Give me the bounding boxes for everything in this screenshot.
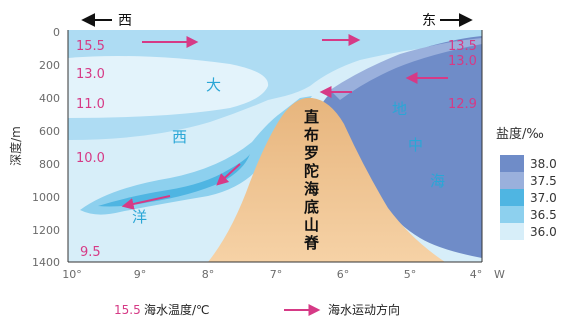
salinity-swatch — [500, 155, 524, 172]
direction-east: 东 — [422, 13, 473, 29]
temperature-label: 15.5 — [76, 39, 105, 54]
salinity-swatch — [500, 206, 524, 223]
direction-west: 西 — [81, 13, 132, 29]
temperature-label: 12.9 — [448, 97, 477, 112]
x-axis: 10° 9° 8° 7° 6° 5° 4° W — [62, 268, 505, 281]
mediterranean-labels: 地 中 海 — [392, 100, 445, 190]
y-tick-label: 0 — [53, 26, 60, 39]
legend-arrow-label: 海水运动方向 — [328, 302, 400, 317]
region-char: 洋 — [132, 208, 147, 226]
y-tick-label: 400 — [39, 92, 60, 105]
ridge-char: 脊 — [303, 234, 320, 252]
layer-37-5-med — [330, 38, 482, 100]
ridge-char: 底 — [304, 198, 319, 216]
atlantic-labels: 大 西 洋 — [132, 76, 221, 226]
atlantic-lens — [68, 56, 269, 118]
ridge-char: 山 — [304, 216, 319, 234]
salinity-value: 36.5 — [530, 208, 557, 222]
ridge-char: 陀 — [304, 162, 319, 180]
flow-arrow — [121, 195, 171, 210]
layer-37-0-tongue — [80, 96, 312, 215]
salinity-value: 37.5 — [530, 174, 557, 188]
ridge-char: 海 — [304, 180, 319, 198]
y-axis: 0 200 400 600 800 1000 1200 1400 深度/m — [8, 26, 60, 269]
salinity-legend-title: 盐度/‰ — [496, 126, 544, 142]
temperature-label: 13.0 — [448, 54, 477, 69]
x-tick-label: 10° — [62, 268, 82, 281]
flow-arrow — [216, 163, 241, 186]
x-tick-label: 6° — [337, 268, 350, 281]
layer-38-0 — [322, 36, 482, 258]
y-axis-title: 深度/m — [8, 126, 23, 166]
flow-arrows — [121, 34, 448, 210]
salinity-value: 36.0 — [530, 225, 557, 239]
x-axis-unit: W — [494, 268, 505, 281]
salinity-value: 38.0 — [530, 157, 557, 171]
ridge-char: 布 — [304, 126, 319, 144]
y-tick-label: 600 — [39, 125, 60, 138]
y-tick-label: 1400 — [32, 256, 60, 269]
y-tick-label: 1000 — [32, 191, 60, 204]
salinity-legend: 盐度/‰ 38.0 37.5 37.0 36.5 36.0 — [496, 126, 557, 240]
temperature-labels: 15.5 13.0 11.0 10.0 9.5 13.5 13.0 12.9 — [76, 39, 477, 260]
east-label: 东 — [422, 13, 436, 29]
y-tick-label: 200 — [39, 59, 60, 72]
legend-temperature-label: 海水温度/℃ — [144, 302, 210, 317]
temperature-label: 10.0 — [76, 151, 105, 166]
temperature-label: 13.0 — [76, 67, 105, 82]
seafloor-ridge — [208, 97, 445, 263]
region-char: 中 — [408, 136, 423, 154]
region-char: 西 — [172, 128, 187, 146]
x-tick-label: 9° — [134, 268, 147, 281]
ridge-labels: 直 布 罗 陀 海 底 山 脊 — [303, 108, 320, 252]
x-tick-label: 8° — [202, 268, 215, 281]
salinity-value: 37.0 — [530, 191, 557, 205]
temperature-label: 9.5 — [80, 245, 101, 260]
west-label: 西 — [118, 13, 132, 29]
salinity-swatch — [500, 223, 524, 240]
temperature-label: 13.5 — [448, 39, 477, 54]
x-tick-label: 4° — [470, 268, 483, 281]
region-char: 海 — [430, 172, 445, 190]
y-tick-label: 1200 — [32, 224, 60, 237]
y-tick-label: 800 — [39, 158, 60, 171]
ridge-char: 直 — [304, 108, 319, 126]
region-char: 大 — [206, 76, 221, 94]
salinity-swatch — [500, 189, 524, 206]
legend-temperature-sample: 15.5 — [114, 303, 141, 317]
temperature-label: 11.0 — [76, 97, 105, 112]
bottom-legend: 15.5 海水温度/℃ 海水运动方向 — [114, 302, 400, 317]
x-tick-label: 5° — [404, 268, 417, 281]
ridge-char: 罗 — [304, 144, 319, 162]
region-char: 地 — [392, 100, 407, 118]
x-tick-label: 7° — [270, 268, 283, 281]
salinity-swatch — [500, 172, 524, 189]
